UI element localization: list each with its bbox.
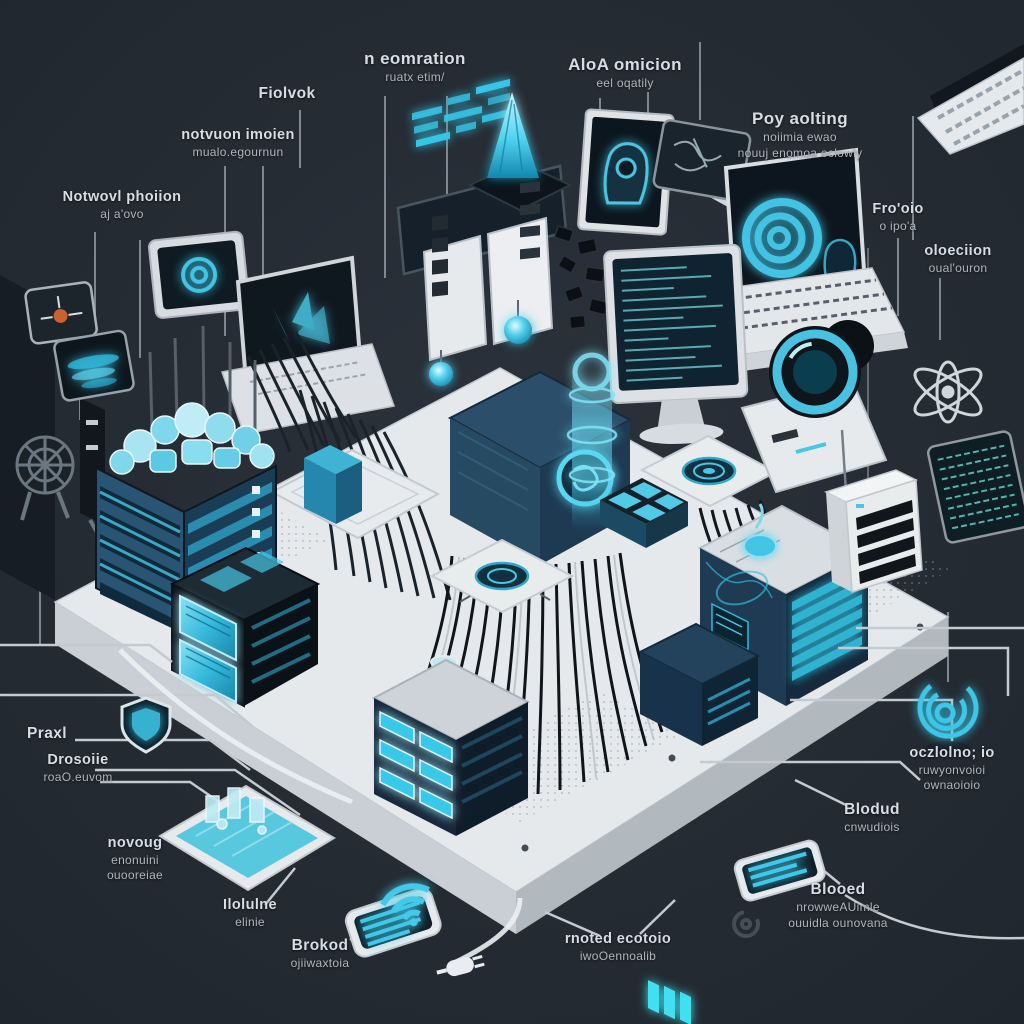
security-camera [740, 320, 888, 494]
tile-block [600, 478, 689, 548]
bottom-navy-server [371, 655, 531, 836]
server-cabinets [422, 181, 554, 362]
holo-orbs [429, 300, 532, 386]
wifi-icon [380, 883, 430, 927]
tablet-right [733, 839, 826, 902]
plug-icon [436, 954, 485, 977]
debris-keys [554, 225, 609, 330]
monitor-swirl [147, 230, 251, 319]
shield-icon [120, 696, 172, 754]
phone-left [344, 887, 442, 958]
pad-with-blue-box [269, 445, 441, 540]
sme-glyph-box [637, 622, 761, 1024]
mini-tower-server [824, 429, 923, 594]
glass-panel-cube [169, 546, 321, 708]
signal-panel-icon [53, 329, 135, 402]
code-panel-right [926, 430, 1024, 544]
dark-spiral-icon [732, 910, 760, 938]
atom-icon [913, 360, 983, 424]
alert-panel-icon [24, 281, 98, 345]
corner-keyboard [916, 44, 1024, 155]
wheel-icon [15, 435, 100, 535]
fingerprint-spiral-icon [917, 677, 979, 755]
pad-rings-right [639, 434, 779, 508]
teal-city-tablet [158, 784, 336, 892]
pad-rings-center [429, 538, 575, 614]
floor-connector-lines [0, 626, 1024, 942]
left-dark-slab [0, 275, 105, 600]
monitor-hooded-figure [577, 108, 675, 236]
